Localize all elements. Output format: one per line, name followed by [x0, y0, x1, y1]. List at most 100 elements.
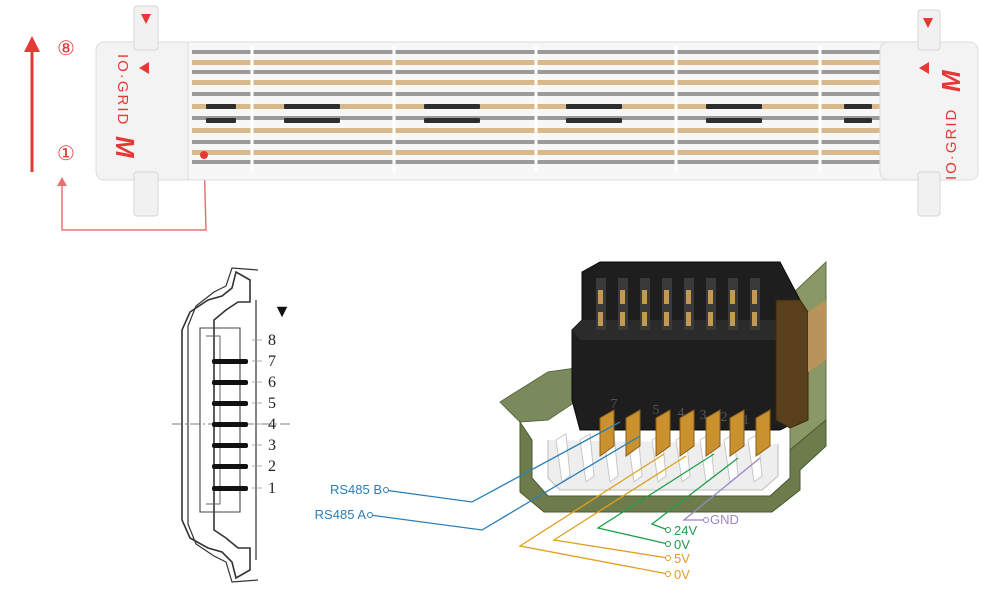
terminal-0v-orange: [665, 571, 671, 577]
channel-pin-label-7: 7: [611, 397, 618, 412]
gold-contact: [755, 409, 771, 457]
connector-pin-lower: [730, 312, 735, 326]
terminal-rs485-b: [383, 487, 389, 493]
left-cap-marker-icon: [139, 62, 149, 74]
label-0v-orange: 0V: [674, 567, 690, 582]
gold-contact: [625, 409, 641, 457]
pin-number-4: 4: [268, 416, 276, 433]
rail-slot: [206, 104, 236, 109]
rail-channel: [519, 418, 827, 513]
channel-pin-label-1: 1: [743, 413, 750, 428]
gold-contact: [679, 409, 695, 457]
rail-slot: [284, 118, 340, 123]
right-clip-bottom: [917, 171, 941, 217]
connector-pin-lower: [598, 312, 603, 326]
right-clip-marker-icon: [923, 18, 933, 28]
pin-number-1: 1: [268, 480, 276, 497]
wire-0v-orange: [518, 453, 669, 575]
label-rs485-b: RS485 B: [330, 482, 382, 497]
section-inner-cavity: [199, 327, 241, 513]
section-conductor-bar: [212, 422, 248, 427]
section-inner-wall: [206, 335, 221, 505]
rail-slot: [706, 104, 762, 109]
wire-gnd: [682, 457, 761, 521]
channel-pin-label-3: 3: [700, 408, 707, 423]
connector-pin-upper: [752, 290, 757, 304]
left-clip-marker-icon: [141, 14, 151, 24]
channel-pin-label-5: 5: [653, 403, 660, 418]
section-outer-profile: [181, 270, 251, 580]
section-conductor-bar: [212, 401, 248, 406]
left-logo-text: IO·GRID: [114, 54, 131, 126]
rail-slot: [566, 104, 622, 109]
left-clip-bottom: [133, 171, 159, 217]
connector-pin-upper: [708, 290, 713, 304]
leader-arrow-icon: [57, 177, 67, 186]
section-conductor-bar: [212, 486, 248, 491]
orientation-marker-icon: ▼: [273, 301, 291, 321]
connector-pin-lower: [686, 312, 691, 326]
pin-number-column: 8 7 6 5 4 3 2 1: [268, 332, 276, 497]
connector-housing: [571, 261, 801, 431]
pin-number-8: 8: [268, 332, 276, 349]
connector-pin-upper: [598, 290, 603, 304]
rail-slot: [206, 118, 236, 123]
rail-conductors: [192, 46, 882, 172]
label-24v: 24V: [674, 523, 697, 538]
rail-slot: [424, 118, 480, 123]
rail-slot: [706, 118, 762, 123]
cross-section-drawing: 8 7 6 5 4 3 2 1 ▼: [172, 267, 291, 583]
terminal-24v: [665, 527, 671, 533]
top-rail-assembly: ⑧ ① IO·GRID M IO·GRID M: [24, 5, 979, 231]
connector-pin-upper: [730, 290, 735, 304]
connector-side-contact: [775, 299, 809, 429]
right-clip-top: [917, 9, 941, 51]
channel-pin-label-4: 4: [678, 406, 685, 421]
gold-contact: [729, 409, 745, 457]
gold-contact: [705, 409, 721, 457]
connector-pin-lower: [664, 312, 669, 326]
gold-contact: [655, 409, 671, 457]
connector-pin-upper: [664, 290, 669, 304]
right-logo: IO·GRID M: [936, 69, 966, 180]
section-conductor-bar: [212, 464, 248, 469]
rail-slot: [844, 104, 872, 109]
wire-0v-green: [596, 453, 715, 545]
terminal-0v-green: [665, 541, 671, 547]
section-conductor-bar: [212, 443, 248, 448]
pin-number-5: 5: [268, 395, 276, 412]
pin1-dot: [200, 151, 208, 159]
insulator-tooth: [555, 433, 571, 483]
connector-pin-lower: [620, 312, 625, 326]
label-gnd: GND: [710, 512, 739, 527]
section-conductor-bar: [212, 359, 248, 364]
terminal-5v: [665, 555, 671, 561]
pin-number-6: 6: [268, 374, 276, 391]
rail-slot: [284, 104, 340, 109]
wire-rs485-b: [383, 421, 621, 503]
rail-slot: [424, 104, 480, 109]
pin-number-3: 3: [268, 437, 276, 454]
wire-rs485-a: [369, 435, 641, 531]
connector-pin-lower: [642, 312, 647, 326]
wire-24v: [650, 457, 739, 531]
pin-number-2: 2: [268, 458, 276, 475]
terminal-gnd: [703, 517, 709, 523]
connector-pins: [596, 278, 760, 330]
right-logo-text: IO·GRID: [943, 108, 960, 180]
left-clip-top: [133, 5, 159, 51]
pin-number-7: 7: [268, 353, 276, 370]
channel-contacts: [599, 409, 771, 457]
label-5v: 5V: [674, 551, 690, 566]
connector-pin-lower: [752, 312, 757, 326]
label-rs485-a: RS485 A: [315, 507, 367, 522]
channel-pin-label-2: 2: [721, 410, 728, 425]
section-housing-outline: [187, 267, 259, 583]
terminal-rs485-a: [367, 512, 373, 518]
left-logo: IO·GRID M: [110, 54, 140, 159]
gold-contact: [599, 409, 615, 457]
position-mark-bottom: ①: [57, 141, 75, 165]
rail-slot: [566, 118, 622, 123]
